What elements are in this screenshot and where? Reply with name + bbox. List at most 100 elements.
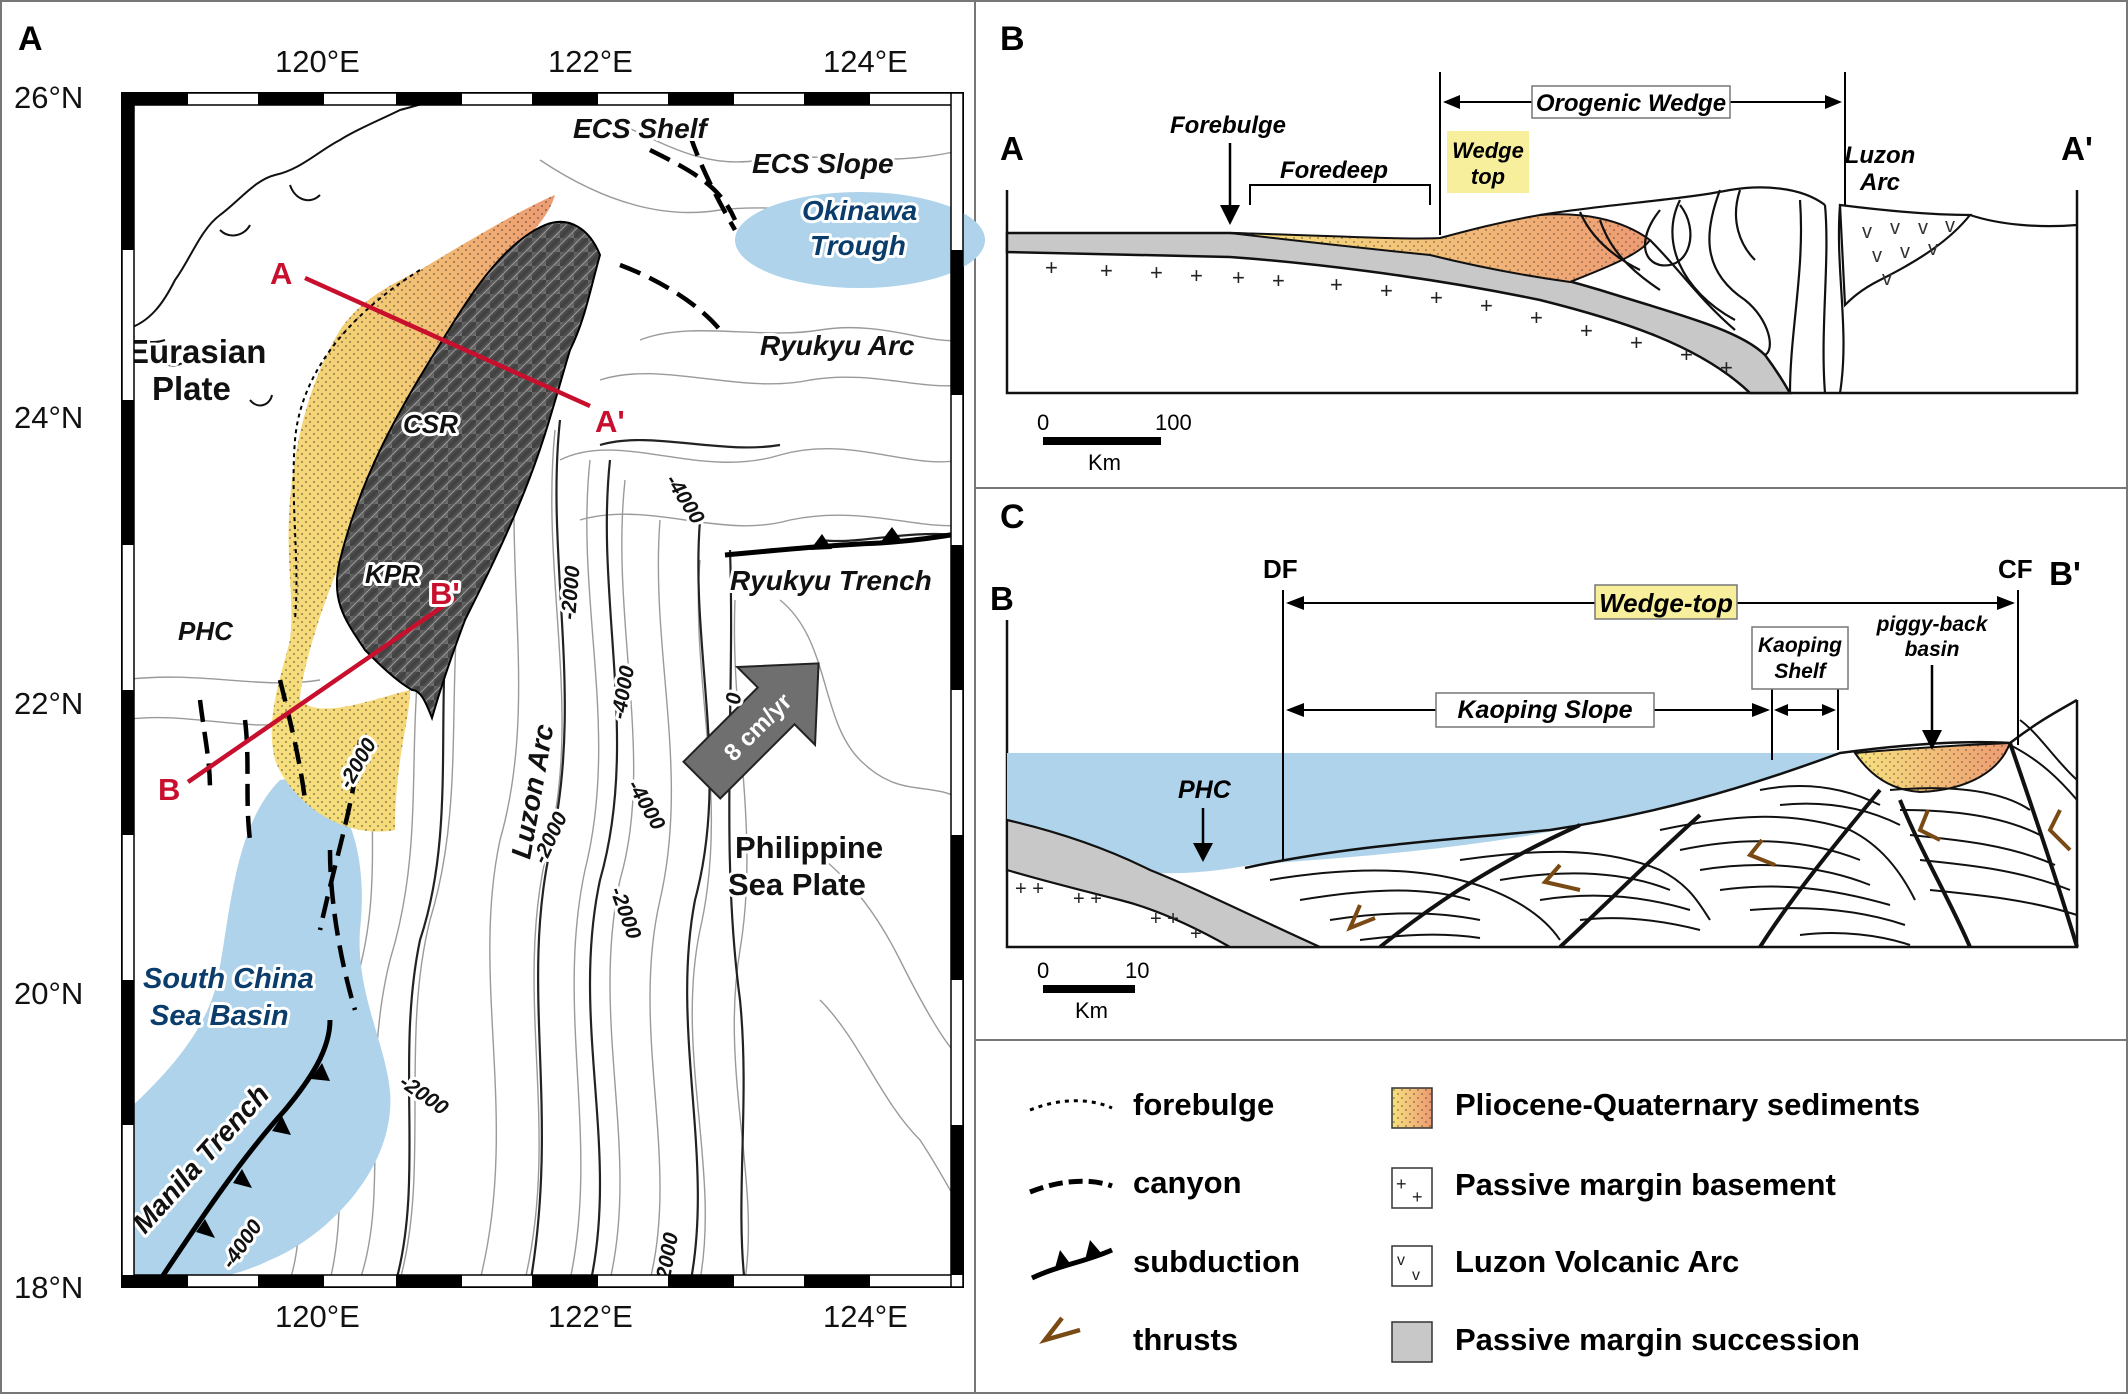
orogenic-wedge-label: Orogenic Wedge [1536,90,1726,117]
legend-subduction: subduction [1133,1244,1300,1279]
legend: forebulge canyon subduction thrusts Plio… [1029,1087,1920,1363]
svg-text:+: + [1580,318,1593,343]
subduction-teeth-icon [1030,1240,1114,1281]
map-graticule-bars [121,92,964,1288]
seawater-bc [1007,753,1840,874]
lat-tick-label: 18°N [14,1270,83,1305]
ryukyu-trench-label: Ryukyu Trench [730,565,932,596]
kpr-label: KPR [365,559,420,589]
orogenic-wedge-structure [1539,186,1845,394]
lon-tick-label: 122°E [548,1299,633,1334]
thrust-faults [1378,742,2079,949]
svg-text:+: + [1272,268,1285,293]
scale-bar-bc [1043,985,1135,993]
lon-tick-label: 122°E [548,44,633,79]
thrust-arrow-icon [1346,809,2072,932]
section-bc-b-prime-label: B' [2049,555,2081,592]
luzon-arc-label: Luzon [1845,142,1916,169]
svg-text:+: + [1720,355,1733,380]
eurasian-plate-label-2: Plate [152,370,231,407]
canyon-legend-icon [1029,1178,1113,1195]
seafloor-east-ab [1969,213,2078,228]
panel-c-section: C [990,498,2081,1023]
major-contours [393,419,961,1286]
svg-text:v: v [1945,215,1955,237]
kaoping-shelf-label-2: Shelf [1774,660,1827,683]
okinawa-trough-label-2: Trough [810,230,906,261]
svg-text:+: + [1190,923,1202,945]
lat-tick-label: 26°N [14,80,83,115]
south-china-sea-label-2: Sea Basin [150,1000,289,1032]
basement-marks-ab: +++ +++ +++ +++ +++ [1045,255,1733,380]
philippine-plate-label-2: Sea Plate [728,867,866,902]
svg-text:v: v [1900,241,1910,263]
section-ab-frame [1005,190,2079,395]
okinawa-trough-area [735,192,985,288]
ecs-slope-label: ECS Slope [752,148,894,179]
kaoping-shelf-label: Kaoping [1758,634,1842,657]
basement-marks-bc: + + + + + + + [1015,878,1202,945]
luzon-volcanic-swatch [1391,1245,1433,1287]
svg-text:+: + [1232,265,1245,290]
luzon-arc-label-2: Arc [1859,169,1900,196]
legend-basement: Passive margin basement [1455,1167,1836,1202]
svg-text:+: + [1680,342,1693,367]
lat-tick-label: 22°N [14,686,83,721]
svg-text:+ +: + + [1015,878,1044,900]
svg-text:+: + [1412,1187,1423,1207]
wedge-top-label-2: top [1471,164,1505,189]
svg-text:+ +: + + [1150,908,1179,930]
canyons [197,134,738,1011]
scale-ab-unit: Km [1088,450,1121,475]
forebulge-arrowhead [1220,205,1240,225]
svg-text:v: v [1872,245,1882,267]
wedge-top-bc-label: Wedge-top [1599,588,1733,618]
ryukyu-arc-label: Ryukyu Arc [760,330,915,361]
svg-text:v: v [1882,268,1892,290]
lon-tick-label: 124°E [823,44,908,79]
svg-text:+: + [1380,278,1393,303]
okinawa-trough-label: Okinawa [802,195,917,226]
section-a-prime-label: A' [595,404,625,439]
svg-text:+: + [1045,255,1058,280]
map-axis-labels: 120°E 122°E 124°E 120°E 122°E 124°E 26°N… [14,44,908,1334]
contour-label: 0 [722,691,746,705]
phc-label: PHC [178,616,234,646]
svg-text:+: + [1330,272,1343,297]
passive-margin-succession-ab [1005,231,1793,395]
svg-text:v: v [1397,1252,1405,1269]
svg-text:+: + [1530,305,1543,330]
scale-bc-unit: Km [1075,998,1108,1023]
passive-margin-succession-bc [1005,818,1321,949]
succession-swatch [1391,1321,1433,1363]
section-b-label: B [158,772,180,807]
legend-luzon-volcanic: Luzon Volcanic Arc [1455,1244,1739,1279]
ecs-shelf-label: ECS Shelf [573,113,709,144]
svg-text:+: + [1430,285,1443,310]
section-lines [186,275,591,784]
foredeep-bracket [1249,184,1431,205]
forebulge-legend-icon [1029,1099,1113,1112]
df-label: DF [1263,554,1298,584]
section-ab-a-label: A [1000,130,1024,167]
foredeep-label: Foredeep [1280,157,1388,184]
south-china-sea-label: South China [143,963,314,995]
section-bc-b-label: B [990,580,1014,617]
section-b-prime-label: B' [430,576,460,611]
piggyback-label-2: basin [1905,638,1960,661]
svg-text:v: v [1928,238,1938,260]
svg-text:v: v [1918,217,1928,239]
scale-bc-10: 10 [1125,958,1149,983]
section-ab-a-prime-label: A' [2061,130,2093,167]
wedge-top-box [1447,131,1529,193]
panel-b-label: B [1000,20,1025,58]
manila-trench-line [157,1019,333,1282]
section-a-label: A [270,256,292,291]
kaoping-slope-label: Kaoping Slope [1458,696,1633,724]
legend-canyon: canyon [1133,1165,1242,1200]
panel-c-label: C [1000,498,1025,536]
